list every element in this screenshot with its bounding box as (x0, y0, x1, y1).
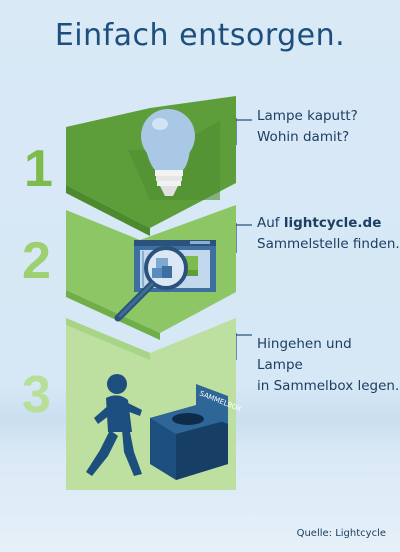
step-1-line-2: Wohin damit? (257, 129, 350, 145)
collection-box-icon (150, 384, 228, 480)
step-3-line-2: in Sammelbox legen. (257, 378, 400, 394)
step-2-text: Auf lightcycle.de Sammelstelle finden. (257, 213, 400, 255)
step-3-text: Hingehen und Lampe in Sammelbox legen. (257, 334, 400, 397)
step-1-number: 1 (24, 140, 53, 198)
step-2-line-2: Sammelstelle finden. (257, 236, 400, 252)
magnifier-search-icon (114, 240, 216, 322)
person-icon (86, 374, 142, 476)
source-credit: Quelle: Lightcycle (296, 528, 386, 539)
lightcycle-link[interactable]: lightcycle.de (283, 215, 382, 231)
step-2-number: 2 (22, 232, 51, 290)
step-1-line-1: Lampe kaputt? (257, 108, 358, 124)
step-3-line-1: Hingehen und Lampe (257, 336, 352, 373)
page-title: Einfach entsorgen. (54, 18, 346, 53)
step-2-prefix: Auf (257, 215, 284, 231)
step-3-number: 3 (22, 366, 51, 424)
step-1-text: Lampe kaputt? Wohin damit? (257, 106, 358, 148)
light-bulb-icon (128, 109, 220, 200)
